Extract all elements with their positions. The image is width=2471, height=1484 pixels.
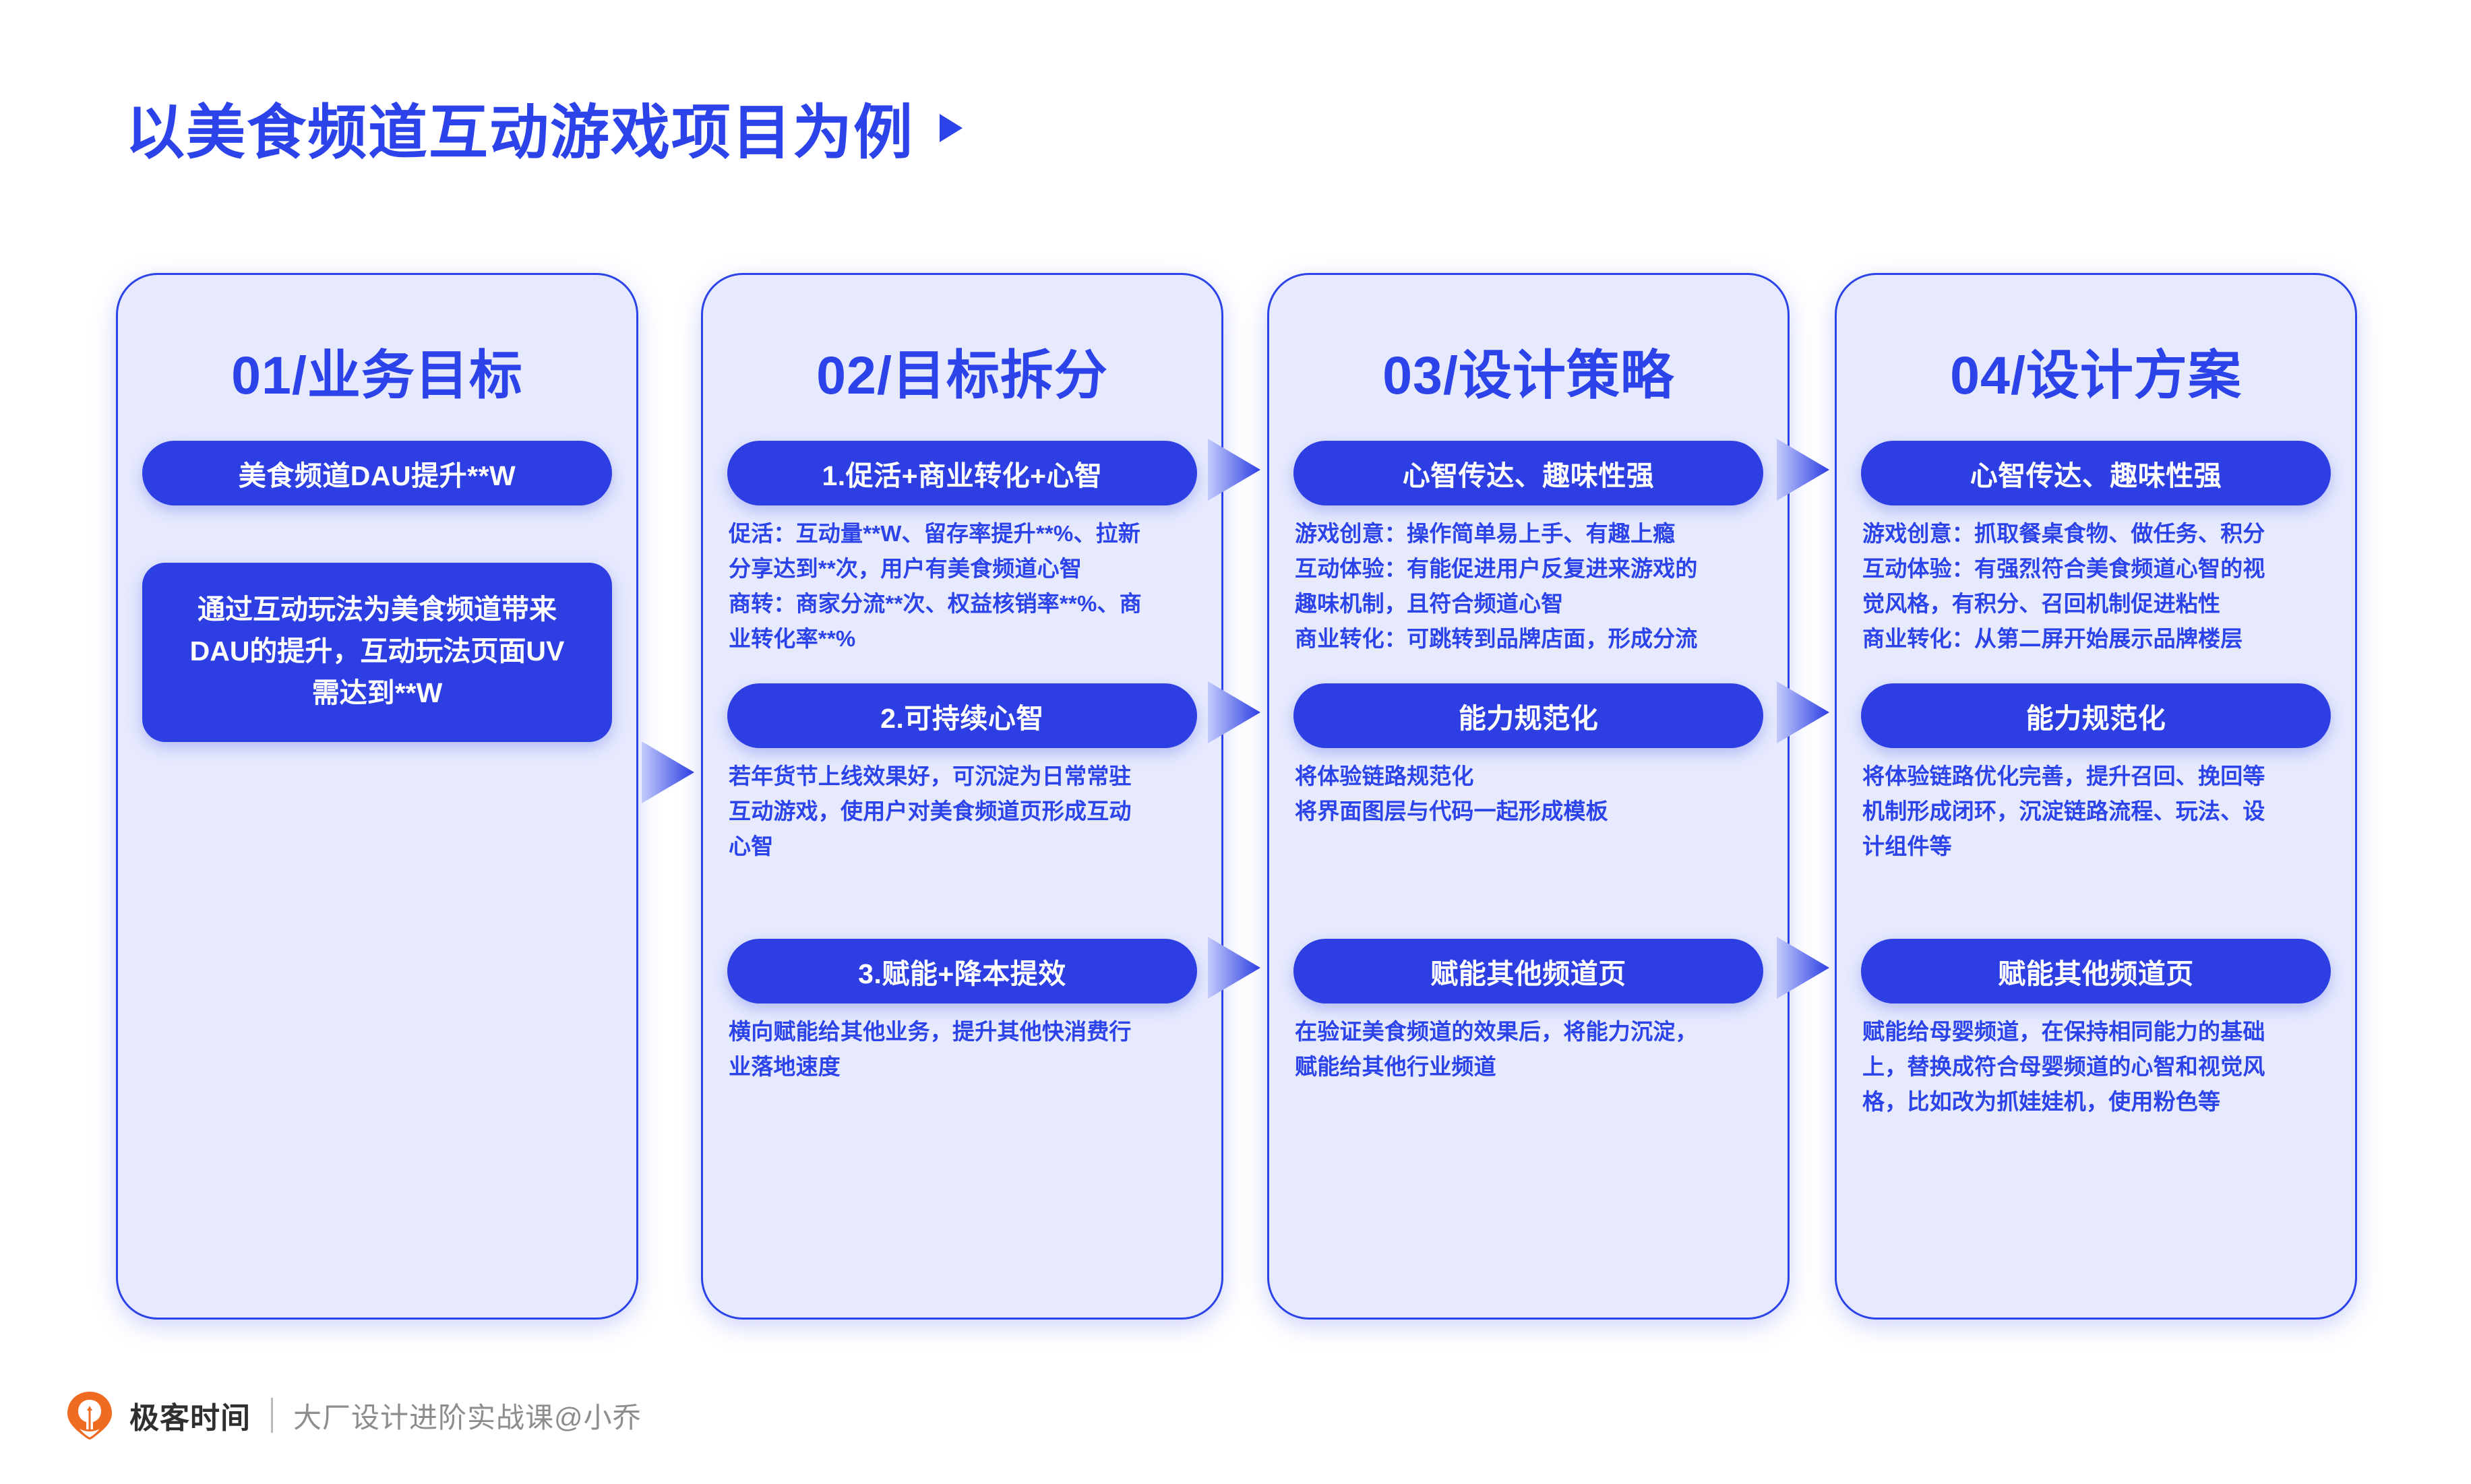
right-triangle-icon [642, 741, 694, 803]
column-3-pill-3[interactable]: 赋能其他频道页 [1293, 939, 1763, 1003]
right-triangle-icon [1208, 439, 1260, 501]
column-goal-breakdown: 02/目标拆分 1.促活+商业转化+心智 促活：互动量**W、留存率提升**%、… [701, 273, 1223, 1320]
column-1-pill[interactable]: 美食频道DAU提升**W [142, 441, 612, 505]
column-3-body-2: 将体验链路规范化 将界面图层与代码一起形成模板 [1295, 764, 1608, 824]
column-3-pill-2[interactable]: 能力规范化 [1293, 683, 1763, 748]
column-3-body-1: 游戏创意：操作简单易上手、有趣上瘾 互动体验：有能促进用户反复进来游戏的 趣味机… [1295, 521, 1698, 651]
column-3-pill-1[interactable]: 心智传达、趣味性强 [1293, 441, 1763, 505]
column-4-pill-3[interactable]: 赋能其他频道页 [1861, 939, 2331, 1003]
geektime-pin-logo-icon [67, 1392, 112, 1440]
brand-name: 极客时间 [129, 1402, 251, 1435]
column-business-goal: 01/业务目标 美食频道DAU提升**W 通过互动玩法为美食频道带来 DAU的提… [116, 273, 638, 1320]
strategy-board: 01/业务目标 美食频道DAU提升**W 通过互动玩法为美食频道带来 DAU的提… [0, 273, 2471, 1324]
page-title: 以美食频道互动游戏项目为例 [125, 85, 963, 171]
play-triangle-icon [940, 113, 963, 142]
right-triangle-icon [1777, 681, 1829, 743]
column-4-heading: 04/设计方案 [1950, 345, 2242, 405]
right-triangle-icon [1777, 937, 1829, 999]
column-2-body-2: 若年货节上线效果好，可沉淀为日常常驻 互动游戏，使用户对美食频道页形成互动 心智 [729, 764, 1132, 859]
column-2-heading: 02/目标拆分 [816, 345, 1108, 405]
column-2-body-3: 横向赋能给其他业务，提升其他快消费行 业落地速度 [729, 1019, 1132, 1079]
right-triangle-icon [1208, 681, 1260, 743]
column-design-strategy: 03/设计策略 心智传达、趣味性强 游戏创意：操作简单易上手、有趣上瘾 互动体验… [1267, 273, 1790, 1320]
course-name: 大厂设计进阶实战课@小乔 [293, 1401, 642, 1433]
column-2-pill-1[interactable]: 1.促活+商业转化+心智 [727, 441, 1197, 505]
right-triangle-icon [1777, 439, 1829, 501]
column-1-statement: 通过互动玩法为美食频道带来 DAU的提升，互动玩法页面UV 需达到**W [142, 563, 612, 742]
column-4-pill-1[interactable]: 心智传达、趣味性强 [1861, 441, 2331, 505]
column-2-body-1: 促活：互动量**W、留存率提升**%、拉新 分享达到**次，用户有美食频道心智 … [729, 521, 1142, 651]
footer-divider [271, 1398, 273, 1433]
footer: 极客时间 大厂设计进阶实战课@小乔 [65, 1390, 642, 1440]
column-1-heading: 01/业务目标 [231, 345, 523, 405]
column-3-body-3: 在验证美食频道的效果后，将能力沉淀， 赋能给其他行业频道 [1295, 1019, 1698, 1079]
column-4-body-2: 将体验链路优化完善，提升召回、挽回等 机制形成闭环，沉淀链路流程、玩法、设 计组… [1862, 764, 2265, 859]
column-4-body-3: 赋能给母婴频道，在保持相同能力的基础 上，替换成符合母婴频道的心智和视觉风 格，… [1862, 1019, 2265, 1114]
column-3-heading: 03/设计策略 [1382, 345, 1674, 405]
right-triangle-icon [1208, 937, 1260, 999]
column-4-pill-2[interactable]: 能力规范化 [1861, 683, 2331, 748]
column-4-body-1: 游戏创意：抓取餐桌食物、做任务、积分 互动体验：有强烈符合美食频道心智的视 觉风… [1862, 521, 2265, 651]
page-title-text: 以美食频道互动游戏项目为例 [125, 99, 915, 166]
column-design-solution: 04/设计方案 心智传达、趣味性强 游戏创意：抓取餐桌食物、做任务、积分 互动体… [1835, 273, 2357, 1320]
column-2-pill-3[interactable]: 3.赋能+降本提效 [727, 939, 1197, 1003]
column-2-pill-2[interactable]: 2.可持续心智 [727, 683, 1197, 748]
